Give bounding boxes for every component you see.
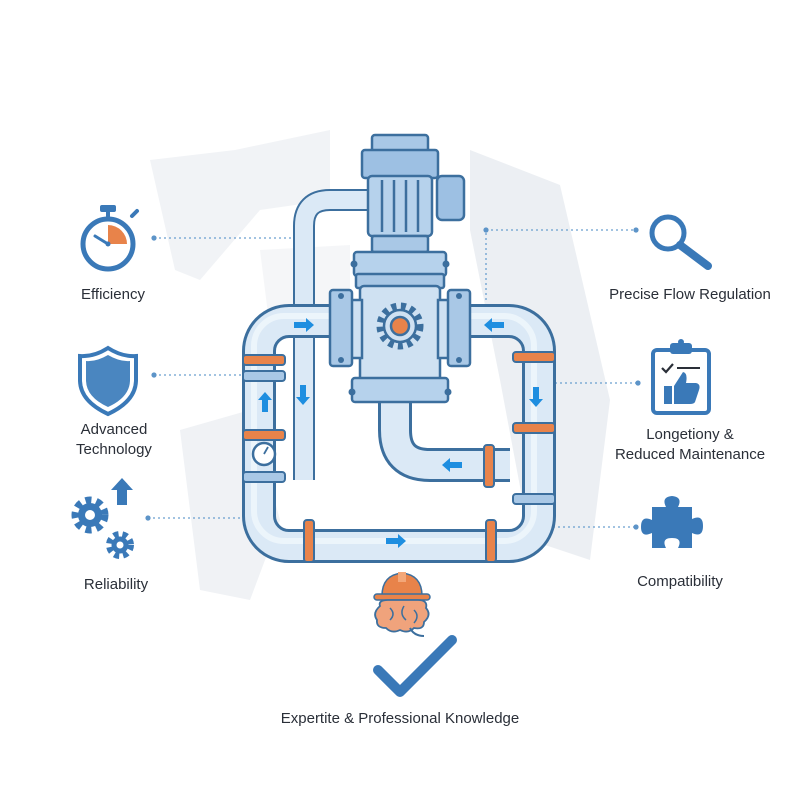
brain-hardhat-icon: [373, 572, 431, 637]
connector-dots: [145, 227, 641, 530]
arrow-left-icon: [442, 458, 462, 472]
stopwatch-icon: [80, 205, 139, 272]
label-precise-flow-regulation: Precise Flow Regulation: [609, 286, 771, 303]
label-efficiency: Efficiency: [81, 286, 145, 303]
pipe-flanges: [242, 351, 556, 563]
label-compatibility: Compatibility: [637, 573, 723, 590]
label-longevity-line1: Longetiony &: [646, 426, 734, 443]
pump-gear-icon: [376, 302, 424, 350]
gears-icon: [71, 478, 134, 559]
arrow-up-icon: [258, 392, 272, 412]
arrow-down-icon: [529, 387, 543, 407]
label-longevity: Longetiony & Reduced Maintenance: [590, 425, 790, 465]
upper-return-pipe: [293, 189, 370, 480]
inner-return-pipe: [378, 400, 510, 482]
magnifier-icon: [649, 214, 712, 270]
arrow-left-icon: [484, 318, 504, 332]
checkmark-icon: [373, 635, 457, 697]
shield-icon: [78, 345, 138, 417]
label-reliability: Reliability: [83, 576, 149, 593]
label-advanced-technology-line1: Advanced: [80, 421, 148, 438]
label-longevity-line2: Reduced Maintenance: [614, 446, 766, 463]
pump-motor: [360, 133, 466, 254]
arrow-right-icon: [294, 318, 314, 332]
arrow-right-icon: [386, 534, 406, 548]
pressure-gauge-icon: [251, 441, 277, 467]
clipboard-thumbs-up-icon: [651, 339, 711, 415]
puzzle-piece-icon: [641, 496, 703, 548]
label-expertise: Expertite & Professional Knowledge: [280, 710, 520, 727]
arrow-down-icon: [296, 385, 310, 405]
flow-arrows: [258, 318, 543, 548]
label-advanced-technology-line2: Technology: [76, 441, 152, 458]
label-advanced-technology: Advanced Technology: [54, 420, 174, 460]
